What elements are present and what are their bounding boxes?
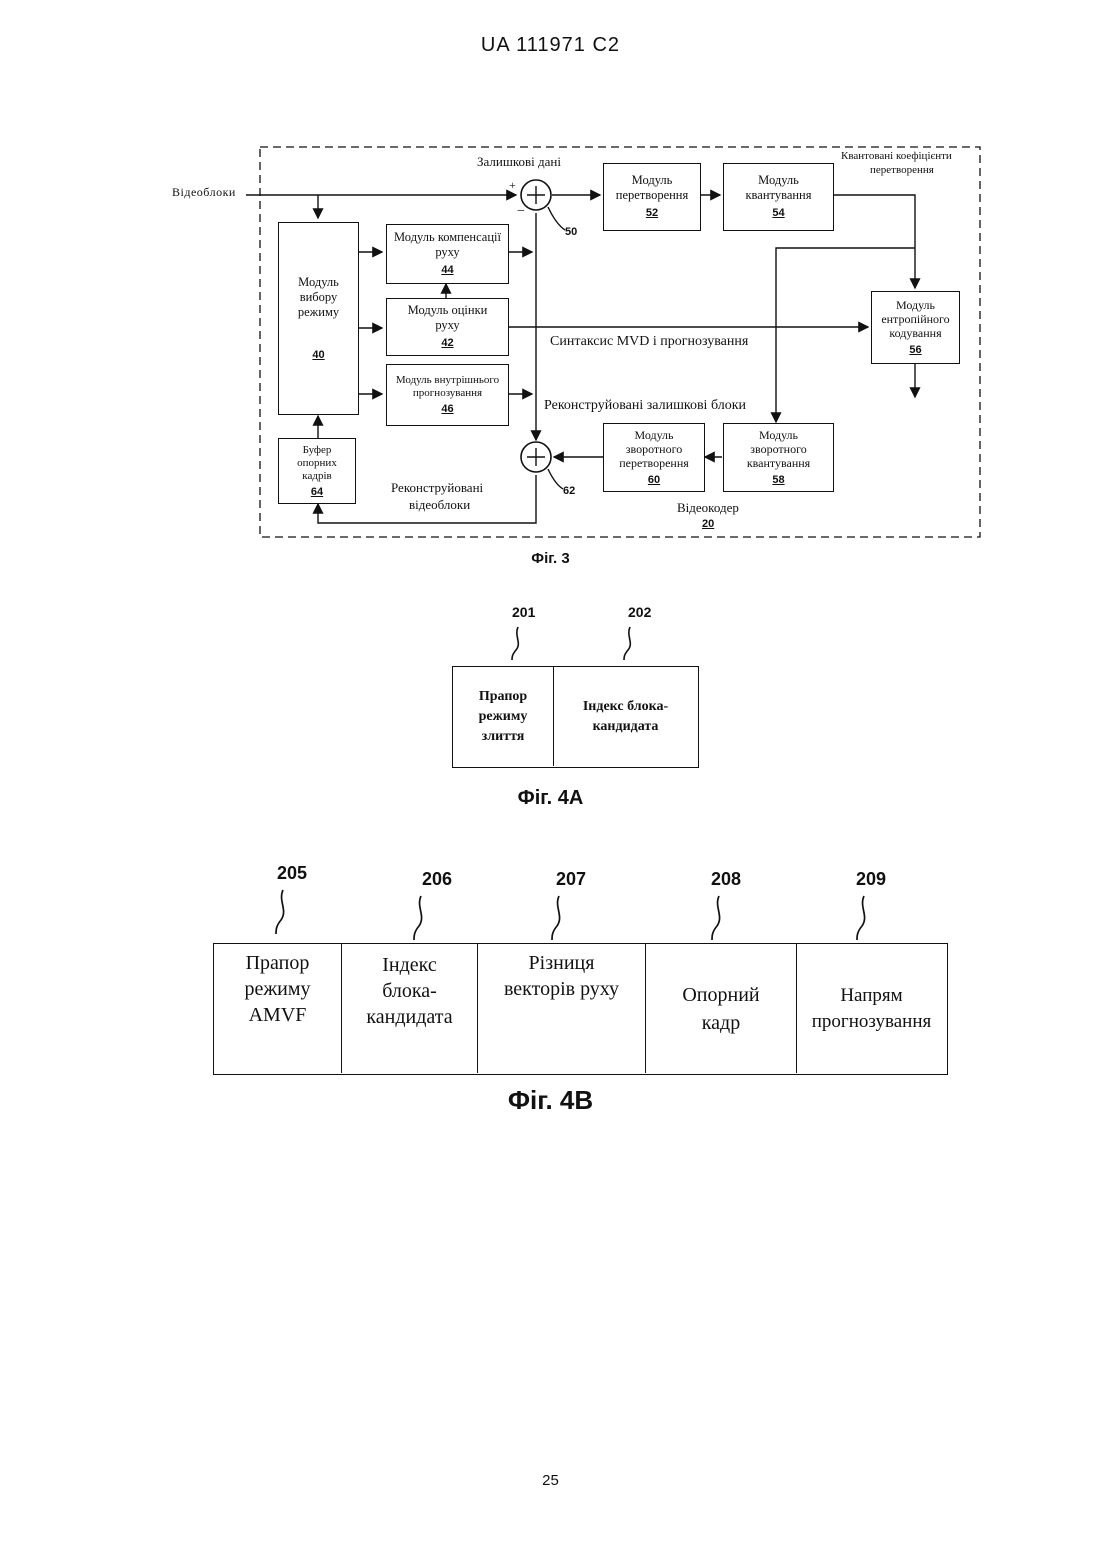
ref-frame-field: Опорний кадр <box>646 944 797 1073</box>
fig4b-caption: Фіг. 4B <box>0 1085 1101 1116</box>
field-text: Прапор режиму AMVF <box>214 950 341 1028</box>
pred-direction-field: Напрям прогнозування <box>797 944 946 1073</box>
page-number: 25 <box>0 1472 1101 1489</box>
amvf-flag-field: Прапор режиму AMVF <box>214 944 342 1073</box>
field-text: Різниця векторів руху <box>478 950 645 1002</box>
candidate-index-field: Індекс блока-кандидата <box>342 944 478 1073</box>
field-text: Напрям прогнозування <box>797 983 946 1035</box>
field-text: Індекс блока-кандидата <box>342 952 477 1030</box>
field-text: Опорний кадр <box>646 981 796 1037</box>
mvd-field: Різниця векторів руху <box>478 944 646 1073</box>
fig4b-field-table: Прапор режиму AMVF Індекс блока-кандидат… <box>213 943 948 1075</box>
